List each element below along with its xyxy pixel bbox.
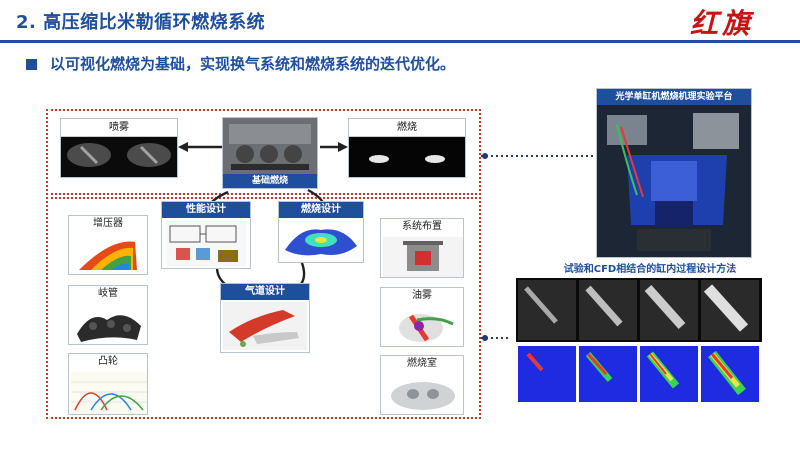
combustion-label: 燃烧 xyxy=(349,119,465,137)
combustion-design-label: 燃烧设计 xyxy=(279,202,363,218)
optical-frames-row xyxy=(516,278,762,342)
bullet-square-icon xyxy=(26,59,37,70)
arrow-to-spray xyxy=(178,142,222,152)
optical-frames-image xyxy=(516,278,762,342)
spray-label: 喷雾 xyxy=(61,119,177,137)
cam-profile-image xyxy=(71,372,147,414)
oil-mist-image xyxy=(383,306,463,346)
system-layout-panel: 系统布置 xyxy=(380,218,464,278)
oil-mist-label: 油雾 xyxy=(412,290,432,301)
subtitle: 以可视化燃烧为基础，实现换气系统和燃烧系统的迭代优化。 xyxy=(50,55,456,73)
optical-engine-panel: 光学单缸机燃烧机理实验平台 xyxy=(596,88,752,258)
system-layout-label: 系统布置 xyxy=(402,221,442,232)
arrow-to-combustion xyxy=(320,142,348,152)
combustion-chamber-panel: 燃烧室 xyxy=(380,355,464,415)
combustion-cfd-image xyxy=(281,220,361,262)
turbocharger-label: 增压器 xyxy=(93,218,123,229)
spray-panel: 喷雾 xyxy=(60,118,178,178)
camshaft-label: 凸轮 xyxy=(98,356,118,367)
layout-image xyxy=(383,237,463,277)
optical-engine-title: 光学单缸机燃烧机理实验平台 xyxy=(597,89,751,105)
dotted-connectors xyxy=(481,153,593,341)
oil-mist-panel: 油雾 xyxy=(380,287,464,347)
base-combustion-panel: 基础燃烧 xyxy=(222,117,318,189)
performance-design-label: 性能设计 xyxy=(162,202,250,218)
cfd-frames-row xyxy=(516,344,762,404)
manifold-image xyxy=(71,304,147,344)
cfd-frames-image xyxy=(518,346,759,402)
combustion-design-panel: 燃烧设计 xyxy=(278,201,364,263)
airway-cfd-image xyxy=(223,302,307,350)
combustion-panel: 燃烧 xyxy=(348,118,466,178)
optical-engine-photo xyxy=(597,105,751,257)
combustion-chamber-label: 燃烧室 xyxy=(407,358,437,369)
manifold-label: 岐管 xyxy=(98,288,118,299)
base-combustion-label: 基础燃烧 xyxy=(223,174,317,188)
spray-image xyxy=(61,137,177,177)
title-divider xyxy=(0,40,800,43)
camshaft-panel: 凸轮 xyxy=(68,353,148,415)
method-caption: 试验和CFD相结合的缸内过程设计方法 xyxy=(563,264,737,275)
top-dashed-box xyxy=(46,109,481,195)
turbo-map-image xyxy=(71,234,147,274)
airway-design-panel: 气道设计 xyxy=(220,283,310,353)
turbocharger-panel: 增压器 xyxy=(68,215,148,275)
manifold-panel: 岐管 xyxy=(68,285,148,345)
airway-design-label: 气道设计 xyxy=(221,284,309,300)
hongqi-logo: 红旗 xyxy=(690,7,755,40)
engine-image xyxy=(223,118,317,174)
performance-design-panel: 性能设计 xyxy=(161,201,251,269)
combustion-image xyxy=(349,137,465,177)
bottom-dashed-box xyxy=(46,197,481,419)
page-title: 2. 高压缩比米勒循环燃烧系统 xyxy=(16,12,266,33)
performance-schematic-image xyxy=(166,220,246,266)
chamber-image xyxy=(383,374,463,414)
